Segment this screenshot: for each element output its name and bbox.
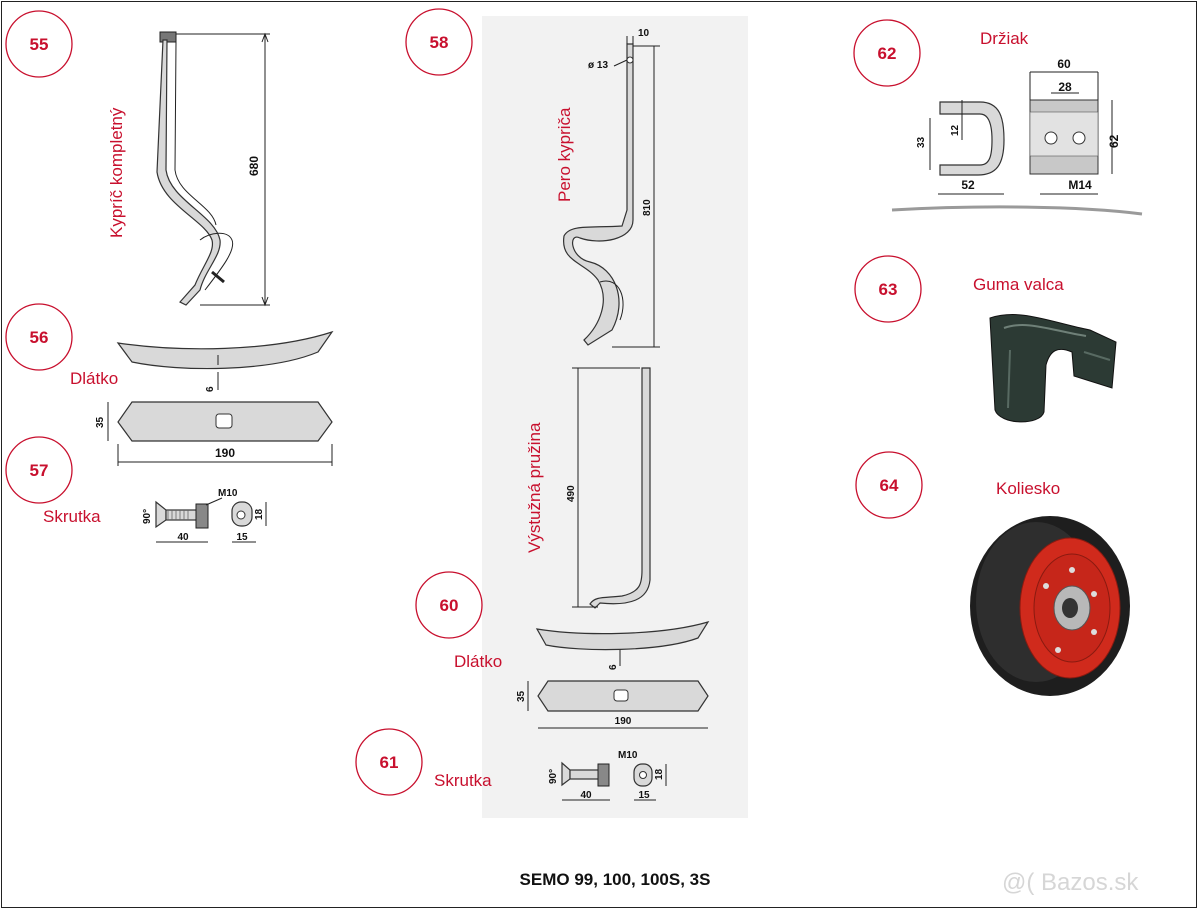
p62-height: 62 xyxy=(1107,134,1121,148)
p57-caption: Skrutka xyxy=(43,507,101,526)
p57-length: 40 xyxy=(177,532,189,543)
p61-thread: M10 xyxy=(618,750,638,761)
p56-width: 35 xyxy=(95,416,106,428)
p62-gap: 12 xyxy=(950,124,961,136)
p62-width: 60 xyxy=(1057,57,1071,71)
p62-thread: M14 xyxy=(1068,178,1092,192)
p61-depth: 18 xyxy=(654,768,665,780)
p55-drawing: 680 xyxy=(156,31,270,307)
badge-57-label: 57 xyxy=(30,461,49,480)
p55-caption: Kypríč kompletný xyxy=(107,107,126,238)
p57-angle: 90° xyxy=(142,509,153,524)
p62-base: 52 xyxy=(961,178,975,192)
badge-58-label: 58 xyxy=(430,33,449,52)
p61-caption: Skrutka xyxy=(434,771,492,790)
p64-drawing xyxy=(970,516,1130,696)
p60-width: 35 xyxy=(516,690,527,702)
p61-angle: 90° xyxy=(548,769,559,784)
p64-caption: Koliesko xyxy=(996,479,1060,498)
p62-caption: Držiak xyxy=(980,29,1029,48)
badge-56: 56 xyxy=(5,303,73,371)
badge-60: 60 xyxy=(415,571,483,639)
p56-thickness: 6 xyxy=(205,386,216,392)
badge-63-label: 63 xyxy=(879,280,898,299)
badge-64: 64 xyxy=(855,451,923,519)
badge-55: 55 xyxy=(5,10,73,78)
p63-caption: Guma valca xyxy=(973,275,1064,294)
p55-height: 680 xyxy=(247,156,261,176)
p60-caption: Dlátko xyxy=(454,652,502,671)
p56-drawing: 6 35 190 xyxy=(95,330,334,466)
p59-caption: Výstužná pružina xyxy=(525,422,544,553)
p57-drawing: 90° 40 M10 18 15 xyxy=(142,488,267,543)
p58-hole: ø 13 xyxy=(588,60,608,71)
p57-head: 15 xyxy=(236,532,248,543)
badge-61-label: 61 xyxy=(380,753,399,772)
watermark: @( Bazos.sk xyxy=(1002,869,1139,896)
p61-head: 15 xyxy=(638,790,650,801)
p58-caption: Pero kypriča xyxy=(555,107,574,202)
p61-drawing: 90° 40 M10 18 15 xyxy=(548,750,667,801)
p58-drawing: 10 ø 13 810 xyxy=(563,28,660,348)
p56-caption: Dlátko xyxy=(70,369,118,388)
p62-inner: 28 xyxy=(1058,80,1072,94)
badge-55-label: 55 xyxy=(30,35,49,54)
p61-length: 40 xyxy=(580,790,592,801)
p59-drawing: 490 xyxy=(566,367,651,609)
p63-drawing xyxy=(989,314,1117,423)
p58-height: 810 xyxy=(642,199,653,216)
p58-thickness: 10 xyxy=(638,28,650,39)
badge-60-label: 60 xyxy=(440,596,459,615)
p59-height: 490 xyxy=(566,485,577,502)
p60-thickness: 6 xyxy=(608,664,619,670)
p62-depth: 33 xyxy=(916,136,927,148)
badge-61: 61 xyxy=(355,728,423,796)
badge-62-label: 62 xyxy=(878,44,897,63)
badge-58: 58 xyxy=(405,8,473,76)
badge-56-label: 56 xyxy=(30,328,49,347)
page-title: SEMO 99, 100, 100S, 3S xyxy=(520,870,711,889)
badge-63: 63 xyxy=(854,255,922,323)
p62-drawing: 33 12 52 60 28 62 M14 xyxy=(891,57,1143,216)
badge-64-label: 64 xyxy=(880,476,899,495)
badge-57: 57 xyxy=(5,436,73,504)
p56-length: 190 xyxy=(215,446,235,460)
p60-drawing: 6 35 190 xyxy=(516,620,710,729)
p57-depth: 18 xyxy=(254,508,265,520)
p57-thread: M10 xyxy=(218,488,238,499)
badge-62: 62 xyxy=(853,19,921,87)
p60-length: 190 xyxy=(615,716,632,727)
